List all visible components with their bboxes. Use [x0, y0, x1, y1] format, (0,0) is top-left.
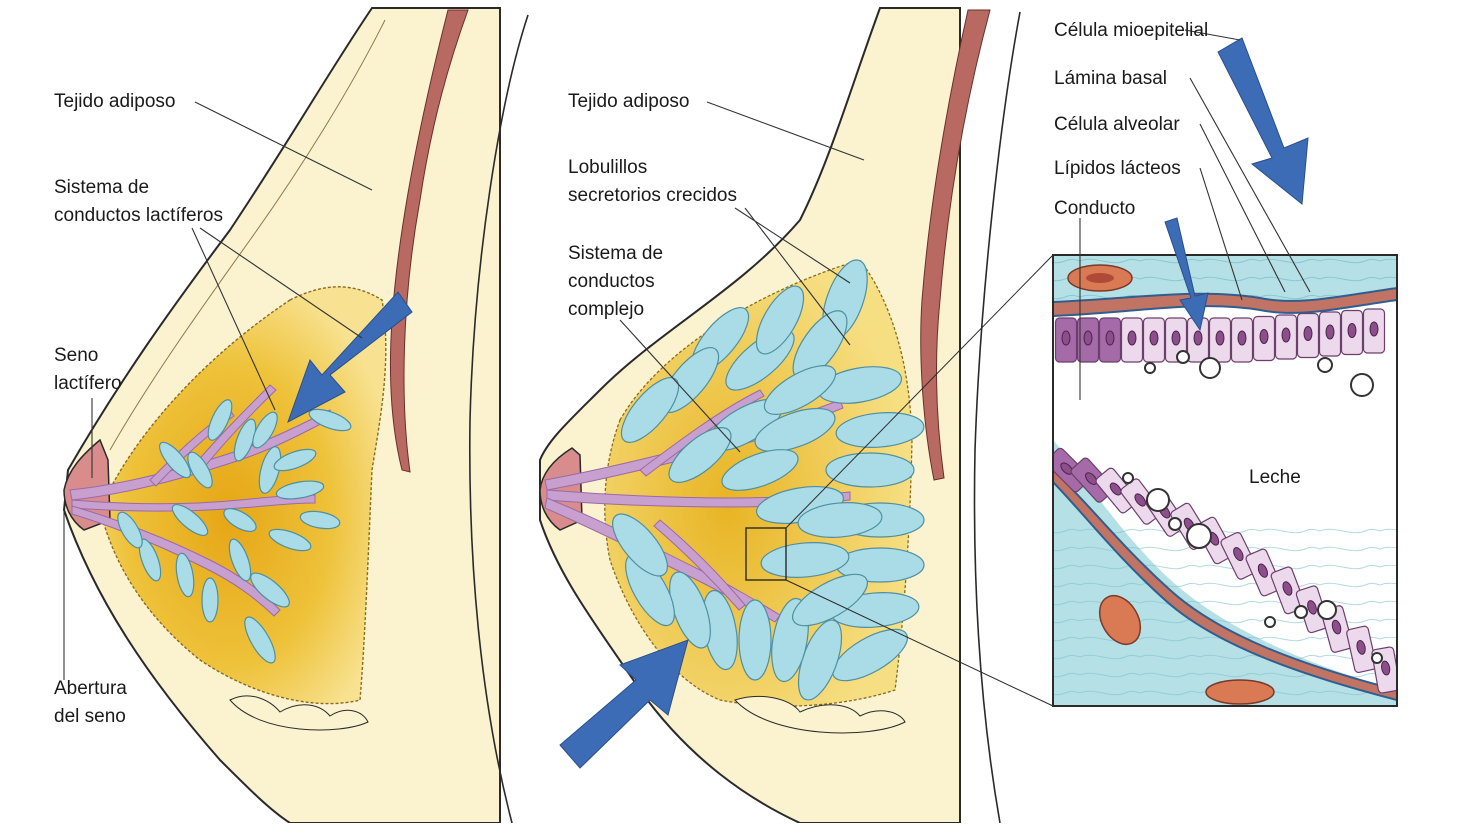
- top-epithelium-nucleus: [1128, 331, 1136, 345]
- label-lipidos-lacteos: Lípidos lácteos: [1054, 158, 1181, 179]
- label-conducto: Conducto: [1054, 198, 1135, 219]
- top-epithelium-nucleus: [1348, 324, 1356, 338]
- capillary-3: [1206, 680, 1274, 704]
- label-abertura-line1: Abertura: [54, 678, 127, 699]
- label-tejido-adiposo-middle: Tejido adiposo: [568, 91, 689, 112]
- label-sistema-complejo-line3: complejo: [568, 299, 644, 320]
- top-epithelium-nucleus: [1282, 328, 1290, 342]
- label-sistema-conductos-line1: Sistema de: [54, 177, 149, 198]
- top-epithelium-nucleus: [1062, 331, 1070, 345]
- top-epithelium-nucleus: [1216, 331, 1224, 345]
- middle-lobule: [739, 600, 771, 680]
- top-epithelium-nucleus: [1084, 331, 1092, 345]
- top-epithelium-nucleus: [1150, 331, 1158, 345]
- top-epithelium-nucleus: [1194, 331, 1202, 345]
- label-celula-alveolar: Célula alveolar: [1054, 114, 1180, 135]
- label-lobulillos-line1: Lobulillos: [568, 157, 647, 178]
- label-leche: Leche: [1249, 467, 1301, 488]
- histology-inset: [1045, 255, 1401, 706]
- label-seno-line1: Seno: [54, 345, 98, 366]
- top-epithelium-nucleus: [1106, 331, 1114, 345]
- middle-chest-wall: [974, 12, 1020, 823]
- label-lamina-basal: Lámina basal: [1054, 68, 1167, 89]
- top-epithelium-nucleus: [1172, 331, 1180, 345]
- label-lobulillos-line2: secretorios crecidos: [568, 185, 737, 206]
- label-tejido-adiposo-left: Tejido adiposo: [54, 91, 175, 112]
- label-sistema-conductos-line2: conductos lactíferos: [54, 205, 223, 226]
- top-epithelium-nucleus: [1260, 330, 1268, 344]
- label-sistema-complejo-line1: Sistema de: [568, 243, 663, 264]
- top-epithelium-nucleus: [1326, 325, 1334, 339]
- label-seno-line2: lactífero: [54, 373, 122, 394]
- label-abertura-line2: del seno: [54, 706, 126, 727]
- top-epithelium-nucleus: [1304, 327, 1312, 341]
- arrow-down-right-icon: [1218, 38, 1308, 204]
- label-sistema-complejo-line2: conductos: [568, 271, 655, 292]
- top-epithelium-nucleus: [1238, 331, 1246, 345]
- top-epithelium-nucleus: [1370, 322, 1378, 336]
- label-celula-mioepitelial: Célula mioepitelial: [1054, 20, 1208, 41]
- middle-lobule: [826, 453, 914, 487]
- left-lobule: [202, 578, 218, 622]
